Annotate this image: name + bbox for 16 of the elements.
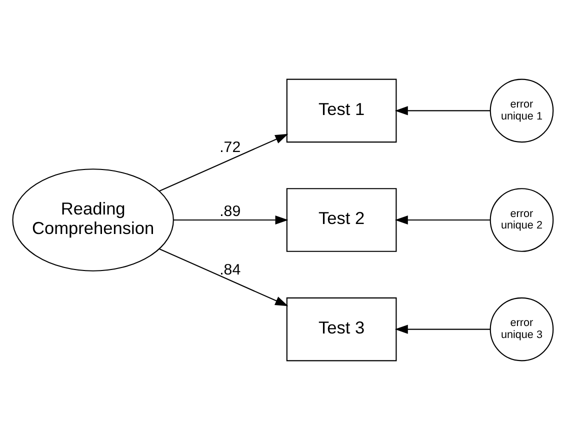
node-circle: error unique 3 [490,296,554,361]
arrow [159,248,288,306]
arrow [173,214,288,224]
arrow [394,214,490,224]
node-circle: error unique 2 [490,188,554,252]
node-ellipse: Reading Comprehension [12,168,174,271]
node-box: Test 3 [286,296,397,361]
edge-label: .84 [220,260,241,278]
node-box: Test 1 [286,78,397,142]
node-box: Test 2 [286,188,397,252]
arrow [394,324,490,334]
edge-label: .72 [220,138,241,156]
arrow [159,133,288,192]
edge-label: .89 [220,202,241,220]
arrow [394,106,490,115]
node-circle: error unique 1 [490,78,554,142]
